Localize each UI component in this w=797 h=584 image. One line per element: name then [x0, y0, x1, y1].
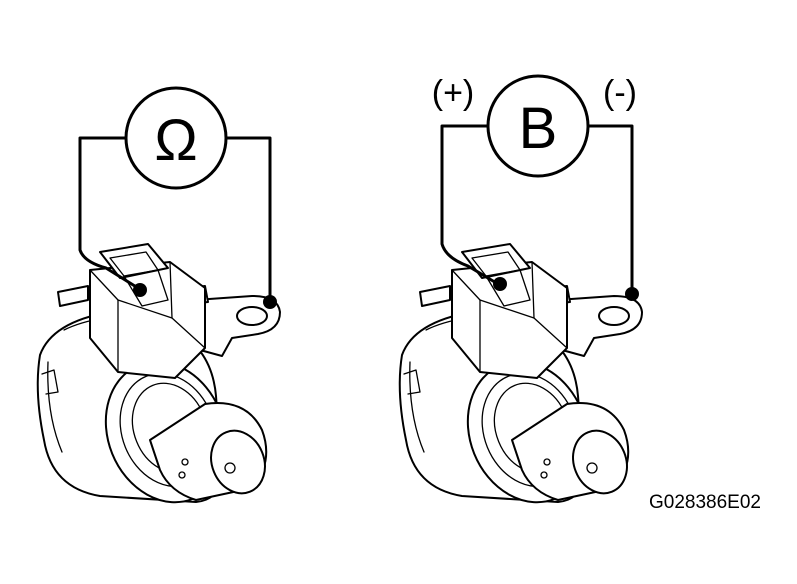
- ohmmeter: Ω: [124, 86, 228, 190]
- right-ground-probe: [625, 287, 639, 301]
- battery: B: [486, 74, 590, 178]
- right-test-leads: [440, 124, 634, 292]
- left-terminal-probe: [133, 283, 147, 297]
- negative-label: (-): [603, 74, 637, 112]
- positive-label: (+): [432, 74, 475, 112]
- left-ground-probe: [263, 295, 277, 309]
- figure-code: G028386E02: [649, 492, 761, 513]
- left-test-leads: [78, 136, 272, 300]
- right-solenoid: [398, 243, 643, 522]
- left-solenoid: [36, 243, 281, 522]
- right-terminal-probe: [493, 277, 507, 291]
- ohmmeter-symbol: Ω: [154, 108, 197, 173]
- battery-symbol: B: [519, 96, 558, 161]
